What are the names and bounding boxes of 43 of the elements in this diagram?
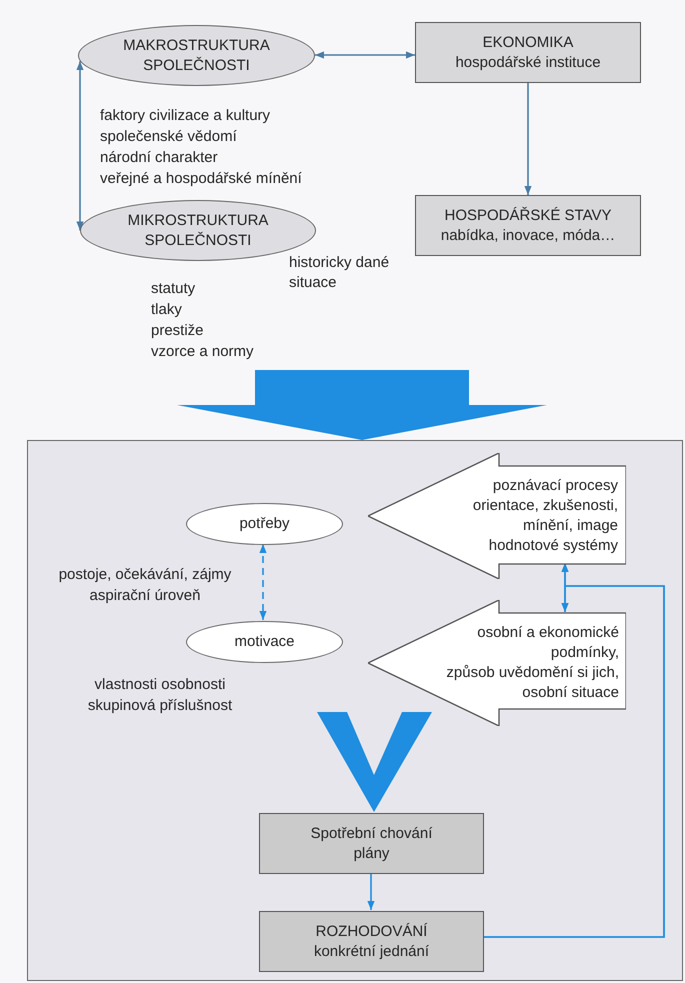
text-label: faktory civilizace a kultury — [100, 106, 272, 126]
node-text: plány — [354, 844, 390, 864]
text-label: prestiže — [151, 321, 205, 341]
text-label: skupinová příslušnost — [86, 696, 234, 716]
text-label: aspirační úroveň — [88, 586, 202, 606]
text-label: veřejné a hospodářské mínění — [100, 169, 303, 189]
arrow — [367, 873, 375, 910]
text-label: společenské vědomí — [100, 127, 238, 147]
node-text: motivace — [234, 632, 295, 652]
node-text: konkrétní jednání — [314, 942, 430, 962]
node-title: ROZHODOVÁNÍ — [316, 922, 428, 942]
arrow-shaped-box — [368, 453, 626, 579]
node-text: MAKROSTRUKTURA SPOLEČNOSTI — [122, 36, 271, 76]
node-text: MIKROSTRUKTURA SPOLEČNOSTI — [126, 210, 270, 250]
node-text: osobní a ekonomické podmínky, — [476, 623, 619, 663]
text-label: postoje, očekávání, zájmy — [58, 565, 232, 585]
arrow — [76, 61, 84, 230]
text-label: historicky dané situace — [289, 253, 390, 293]
process-box — [415, 195, 641, 256]
text-label: vlastnosti osobnosti — [94, 675, 226, 695]
process-box — [259, 813, 484, 874]
node-text: hodnotové systémy — [488, 536, 618, 556]
node-title: Spotřební chování — [310, 824, 432, 844]
block-arrow — [177, 370, 547, 440]
node-text: osobní situace — [522, 683, 619, 703]
node-title: EKONOMIKA — [482, 32, 574, 52]
arrow — [314, 51, 415, 59]
node-text: způsob uvědomění si jich, — [446, 663, 619, 683]
text-label: vzorce a normy — [151, 342, 255, 362]
panel-background — [27, 440, 683, 981]
arrow — [524, 83, 532, 195]
text-label: tlaky — [151, 300, 183, 320]
process-box — [259, 911, 484, 972]
text-label: národní charakter — [100, 148, 219, 168]
dashed-arrow — [259, 544, 267, 620]
node-text: poznávací procesy — [492, 476, 618, 496]
chevron-arrow — [317, 712, 432, 812]
node-text: potřeby — [239, 514, 290, 534]
arrow-shaped-box — [368, 600, 626, 726]
node-text: hospodářské instituce — [455, 52, 601, 72]
node-title: HOSPODÁŘSKÉ STAVY — [444, 206, 612, 226]
process-box — [415, 22, 641, 83]
node-text: nabídka, inovace, móda… — [440, 226, 616, 246]
